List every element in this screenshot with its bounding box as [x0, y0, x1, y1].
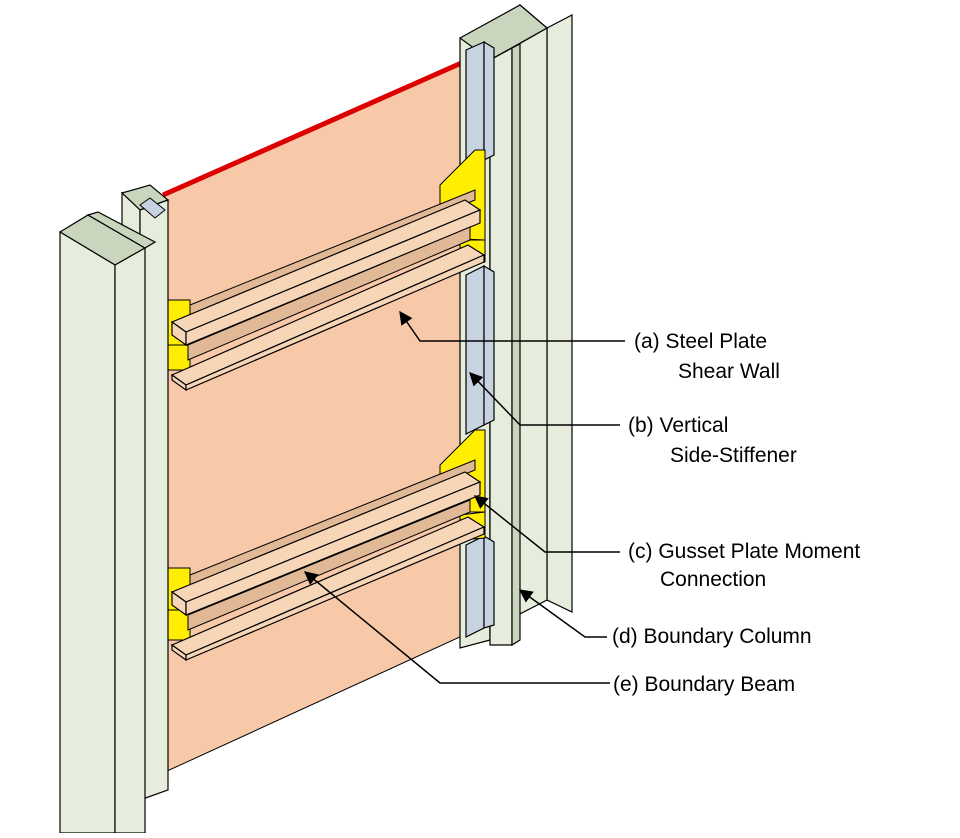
leader-c [473, 495, 620, 553]
leader-lines [303, 310, 625, 684]
labels: (a) Steel Plate Shear Wall (b) Vertical … [612, 330, 860, 696]
steel-plate-shear-wall [164, 54, 476, 773]
label-b-line1: (b) Vertical [628, 414, 728, 437]
left-boundary-column [58, 184, 170, 834]
label-c-line2: Connection [660, 568, 766, 591]
top-edge-red [161, 54, 477, 198]
lower-boundary-beam [170, 459, 486, 662]
label-e-line1: (e) Boundary Beam [613, 673, 795, 696]
leader-a [399, 310, 625, 342]
label-a-line1: (a) Steel Plate [634, 330, 767, 353]
label-b-line2: Side-Stiffener [670, 444, 797, 467]
leader-d [518, 589, 607, 638]
vertical-side-stiffener [465, 40, 495, 638]
leader-b [469, 372, 620, 426]
label-c-line1: (c) Gusset Plate Moment [628, 540, 860, 563]
label-d-line1: (d) Boundary Column [612, 625, 812, 648]
leader-e [303, 571, 610, 684]
upper-boundary-beam [170, 189, 486, 392]
label-a-line2: Shear Wall [678, 360, 780, 383]
